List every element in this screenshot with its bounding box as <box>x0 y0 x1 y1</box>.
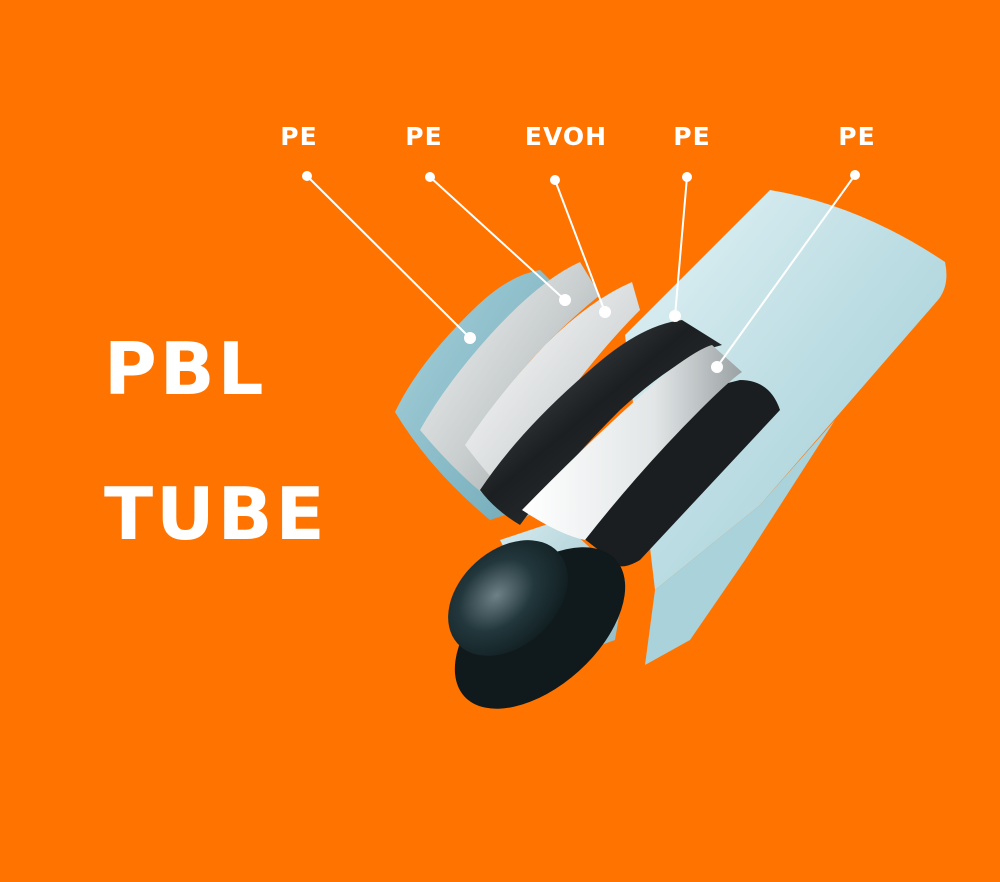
leader-dot-end-5 <box>711 361 723 373</box>
layer-label-4: PE <box>673 122 711 151</box>
layer-label-1: PE <box>280 122 318 151</box>
leader-dot-top-3 <box>550 175 560 185</box>
layer-dark-pe-sheet <box>480 320 722 525</box>
leader-dot-end-1 <box>464 332 476 344</box>
leader-dot-top-1 <box>302 171 312 181</box>
layer-label-3: EVOH <box>524 122 608 151</box>
title-line-1: PBL <box>104 327 267 411</box>
leader-line-1 <box>306 175 471 339</box>
leader-line-4 <box>674 176 688 317</box>
leader-dot-top-2 <box>425 172 435 182</box>
leader-line-2 <box>429 176 566 301</box>
layer-label-5: PE <box>838 122 876 151</box>
leader-line-5 <box>716 174 856 368</box>
leader-dot-top-4 <box>682 172 692 182</box>
leader-dot-end-2 <box>559 294 571 306</box>
title-line-2: TUBE <box>104 472 328 556</box>
layer-evoh-sheet <box>465 282 640 505</box>
layer-outer-pe-sheet <box>395 270 555 520</box>
layer-second-pe-sheet <box>420 262 600 520</box>
tube-body <box>625 190 947 590</box>
leader-dot-end-4 <box>669 310 681 322</box>
layer-inner-pe-sheet <box>522 345 742 540</box>
layer-label-2: PE <box>405 122 443 151</box>
tube-window <box>560 380 780 567</box>
tube-body-lower <box>645 420 835 665</box>
tube-cap-top <box>448 540 568 656</box>
leader-dot-end-3 <box>599 306 611 318</box>
leader-line-3 <box>554 179 606 313</box>
leader-dot-top-5 <box>850 170 860 180</box>
